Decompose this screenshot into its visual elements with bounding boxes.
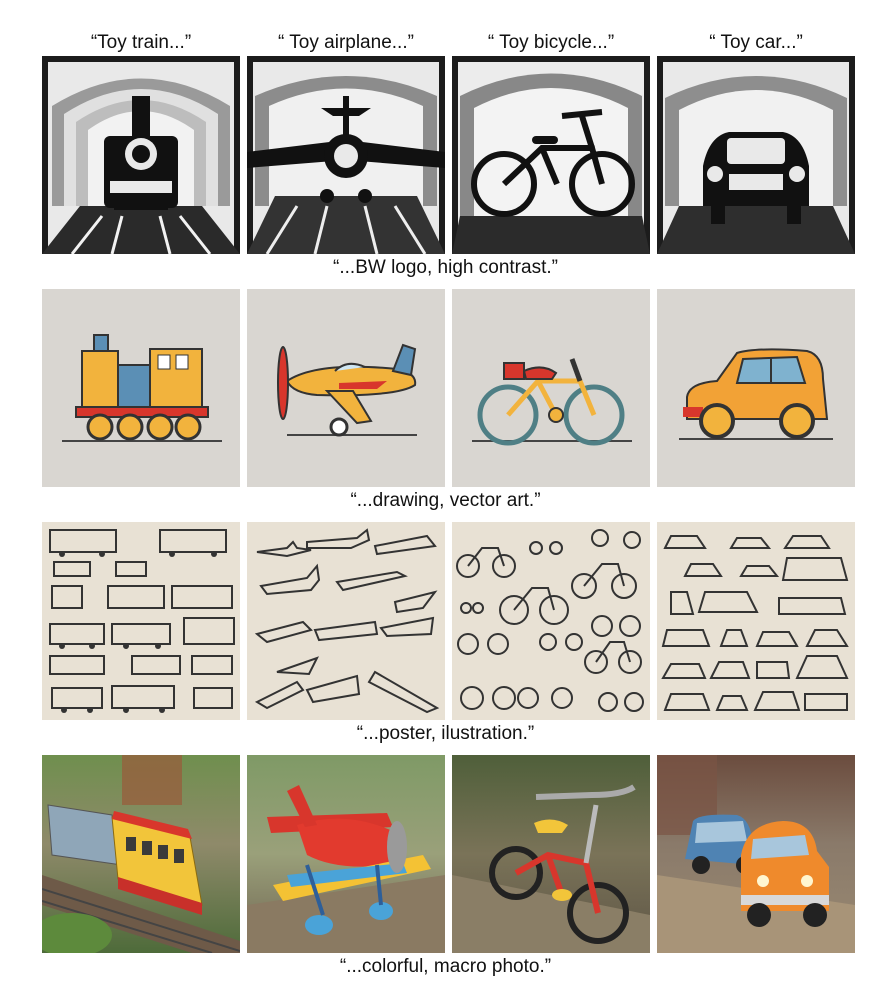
train-bw-logo-image: [42, 56, 240, 254]
train-macro-photo-image: [42, 755, 240, 953]
bicycle-vector-art-image: [452, 289, 650, 487]
airplane-bw-logo-image: [247, 56, 445, 254]
bicycle-macro-photo-image: [452, 755, 650, 953]
car-vector-art-image: [657, 289, 855, 487]
image-row-macro-photo: [42, 755, 855, 953]
car-macro-photo-image: [657, 755, 855, 953]
caption-vector-art: “...drawing, vector art.”: [350, 490, 541, 511]
car-poster-image: [657, 522, 855, 720]
caption-bw-logo: “...BW logo, high contrast.”: [333, 257, 558, 278]
column-header-car: “ Toy car...”: [709, 32, 803, 53]
airplane-macro-photo-image: [247, 755, 445, 953]
column-header-train: “Toy train...”: [90, 32, 192, 53]
column-headers: “Toy train...” “ Toy airplane...” “ Toy …: [42, 30, 854, 56]
caption-poster: “...poster, ilustration.”: [356, 723, 535, 744]
image-row-vector-art: [42, 289, 855, 487]
airplane-poster-image: [247, 522, 445, 720]
column-header-airplane: “ Toy airplane...”: [278, 32, 414, 53]
bicycle-poster-image: [452, 522, 650, 720]
car-bw-logo-image: [657, 56, 855, 254]
train-vector-art-image: [42, 289, 240, 487]
column-header-bicycle: “ Toy bicycle...”: [487, 32, 615, 53]
bicycle-bw-logo-image: [452, 56, 650, 254]
train-poster-image: [42, 522, 240, 720]
airplane-vector-art-image: [247, 289, 445, 487]
image-row-bw-logo: [42, 56, 855, 254]
image-row-poster: [42, 522, 855, 720]
caption-macro-photo: “...colorful, macro photo.”: [339, 956, 552, 977]
